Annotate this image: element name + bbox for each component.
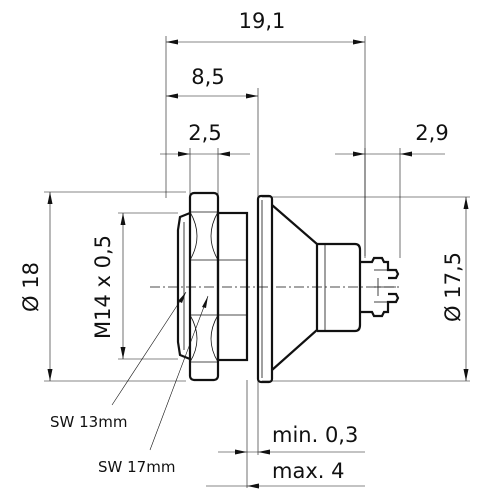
dim-body-length-line [166,93,258,99]
dim-flange-thickness-text: 2,5 [188,121,221,145]
dim-min-gap-text: min. 0,3 [272,423,358,447]
dim-rear-diameter-text: Ø 17,5 [441,252,465,322]
dim-front-diameter-text: Ø 18 [19,262,43,312]
dim-min-gap-line [218,449,365,455]
dim-max-gap-line [206,483,365,489]
connector-body [176,191,400,384]
dim-thread-text: M14 x 0,5 [91,235,115,339]
extension-lines [165,36,401,488]
dim-flange-thickness-line [160,151,250,157]
dim-overall-length-line [166,39,365,45]
dim-thread-line [120,213,126,359]
dim-rear-length-text: 2,9 [415,121,448,145]
dim-max-gap-text: max. 4 [272,459,344,483]
dim-body-length-text: 8,5 [191,65,224,89]
dim-rear-diameter-line [463,197,469,381]
sw-large-label: SW 17mm [98,458,175,476]
dim-rear-length-line [335,151,445,157]
extension-lines-horizontal [44,191,470,382]
dim-overall-length-text: 19,1 [239,9,286,33]
dim-front-diameter-line [47,192,53,381]
leader-lines [111,291,209,451]
sw-small-label: SW 13mm [50,413,127,431]
